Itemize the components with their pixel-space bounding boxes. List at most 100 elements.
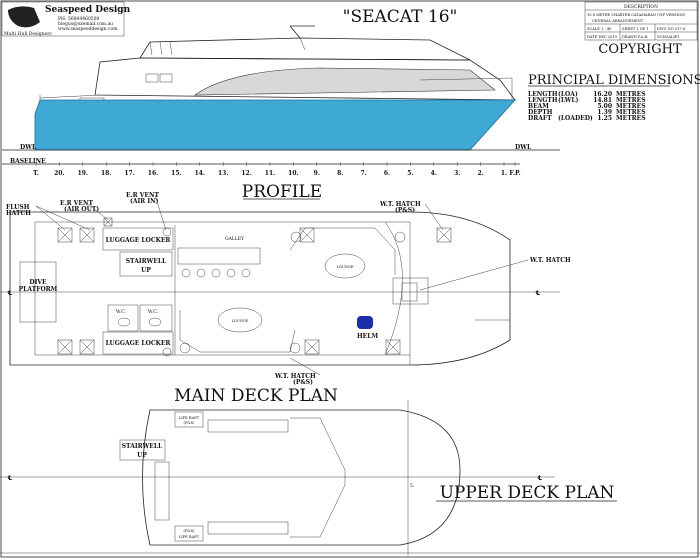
- upper-stairwell-up: UP: [137, 452, 147, 459]
- scale: SCALE 1 : 40: [587, 27, 612, 31]
- station-label: 13.: [218, 170, 228, 177]
- er-vent-out-label: E.R VENT: [60, 200, 93, 207]
- upper-centreline-mark-aft: ℄: [7, 475, 12, 482]
- title-block: DESCRIPTION 15.8 METRE CHARTER CATAMARAN…: [584, 1, 698, 41]
- station-label: 11.: [265, 170, 275, 177]
- dimension-value: 16.20: [593, 91, 612, 98]
- company-web: www.seaspeeddesign.com: [58, 26, 118, 32]
- flush-hatch-label-2: HATCH: [6, 210, 31, 217]
- dimension-unit: METRES: [616, 109, 646, 116]
- wt-hatch-label-aft: W.T. HATCH: [274, 373, 316, 380]
- stairwell-up-label: UP: [141, 267, 151, 274]
- wt-hatch-label-fwd: W.T. HATCH: [379, 201, 421, 208]
- dimension-unit: METRES: [616, 91, 646, 98]
- main-deck-plan: ℄ ℄ DIVE PLATFORM FLUSH HATCH E.R VENT (…: [0, 192, 571, 406]
- lounge-table-aft: [217, 307, 263, 333]
- dimension-qualifier: (LOA): [558, 91, 578, 98]
- drawing-title: "SEACAT 16": [343, 7, 458, 27]
- station-label: 15.: [171, 170, 181, 177]
- dimension-qualifier: (LWL): [558, 97, 579, 104]
- date: DATE DEC 2019: [587, 35, 618, 39]
- logo-block: Seaspeed Design PH: 56804460500 biegus@o…: [1, 1, 131, 37]
- er-vent-in-label-2: (AIR IN): [130, 198, 159, 205]
- galley-counter: [177, 247, 261, 265]
- er-vent-out-label-2: (AIR OUT): [64, 206, 99, 213]
- company-phone: PH: 56804460500: [58, 16, 100, 22]
- dimension-name: DRAFT: [528, 115, 552, 122]
- dive-platform-label: DIVE: [29, 279, 47, 286]
- flush-hatches: [57, 217, 452, 355]
- dimension-name: LENGTH: [528, 91, 558, 98]
- bar-stools: [181, 268, 251, 278]
- life-raft-port: [174, 525, 204, 542]
- station-label: 4.: [431, 170, 437, 177]
- lounge-table-fwd: [324, 253, 366, 279]
- station-label: F.P.: [509, 170, 520, 177]
- life-raft-ps-stbd: (P&S): [184, 421, 195, 425]
- wt-hatch-label-center: W.T. HATCH: [529, 257, 571, 264]
- upper-deck-outline: [142, 409, 461, 546]
- station-label: T.: [33, 170, 39, 177]
- stairwell-label: STAIRWELL: [126, 258, 167, 265]
- dimension-value: 1.25: [597, 115, 612, 122]
- profile-view: DWL DWL BASELINE T.20.19.18.17.16.15.14.…: [2, 25, 560, 202]
- copyright: COPYRIGHT: [598, 42, 682, 57]
- centreline-mark-aft: ℄: [7, 290, 12, 297]
- dimensions-heading: PRINCIPAL DIMENSIONS: [528, 73, 700, 88]
- station-label: 18.: [101, 170, 111, 177]
- upper-stairwell: [119, 439, 166, 461]
- dimension-value: 5.00: [597, 103, 612, 110]
- description-text-2: GENERAL ARRANGEMENT: [592, 19, 644, 23]
- drawn-by: DRAWN P.A.B.: [622, 35, 648, 39]
- life-raft-label-port: LIFE RAFT: [179, 535, 200, 539]
- helm-label: HELM: [357, 333, 378, 340]
- dimension-name: BEAM: [528, 103, 549, 110]
- wc-2: [139, 304, 173, 332]
- upper-station-label: 5.: [410, 483, 415, 489]
- upper-deck-heading: UPPER DECK PLAN: [440, 483, 615, 503]
- station-label: 16.: [148, 170, 158, 177]
- description-text: 15.8 METRE CHARTER CATAMARAN (VIP VERSIO…: [587, 13, 686, 17]
- flybridge: [139, 37, 471, 61]
- centreline-mark-fwd: ℄: [535, 290, 540, 297]
- dimension-unit: METRES: [616, 97, 646, 104]
- profile-heading: PROFILE: [242, 182, 322, 202]
- dimension-unit: METRES: [616, 103, 646, 110]
- luggage-locker-label: LUGGAGE LOCKER: [106, 237, 172, 244]
- er-vent-in-label: E.R VENT: [126, 192, 159, 199]
- upper-centreline-mark-fwd: ℄: [537, 475, 542, 482]
- station-label: 20.: [54, 170, 64, 177]
- sheet: SHEET 1 OF 1: [622, 27, 649, 31]
- luggage-locker-label-2: LUGGAGE LOCKER: [106, 340, 172, 347]
- company-tagline: Multi Hull Designers: [4, 31, 52, 37]
- luggage-locker-port: [102, 331, 174, 355]
- dimension-qualifier: (LOADED): [558, 115, 593, 122]
- catamaran-logo-icon: [8, 6, 40, 28]
- company-name: Seaspeed Design: [45, 5, 131, 15]
- station-label: 19.: [78, 170, 88, 177]
- dimension-name: LENGTH: [528, 97, 558, 104]
- lounge-label-fwd: LOUNGE: [336, 265, 353, 269]
- hull: [34, 99, 516, 151]
- station-label: 10.: [288, 170, 298, 177]
- helm-seat: [357, 316, 373, 329]
- station-label: 14.: [195, 170, 205, 177]
- saloon-windows: [194, 67, 496, 96]
- station-label: 1.: [501, 170, 507, 177]
- wc-label-1: W.C.: [116, 309, 127, 315]
- life-raft-ps-port: (P&S): [184, 529, 195, 533]
- station-label: 17.: [124, 170, 134, 177]
- wc-1: [107, 304, 139, 332]
- dive-platform-label-2: PLATFORM: [19, 286, 58, 293]
- upper-stairwell-label: STAIRWELL: [122, 443, 163, 450]
- main-deck-heading: MAIN DECK PLAN: [174, 386, 338, 406]
- station-label: 5.: [407, 170, 413, 177]
- galley-label: GALLEY: [225, 236, 245, 242]
- flush-hatch-label: FLUSH: [6, 204, 30, 211]
- drawing-number: DWG NO 517.8: [657, 27, 686, 31]
- wt-hatch-ps-fwd: (P&S): [395, 207, 415, 214]
- station-label: 6.: [384, 170, 390, 177]
- wc-label-2: W.C.: [148, 309, 159, 315]
